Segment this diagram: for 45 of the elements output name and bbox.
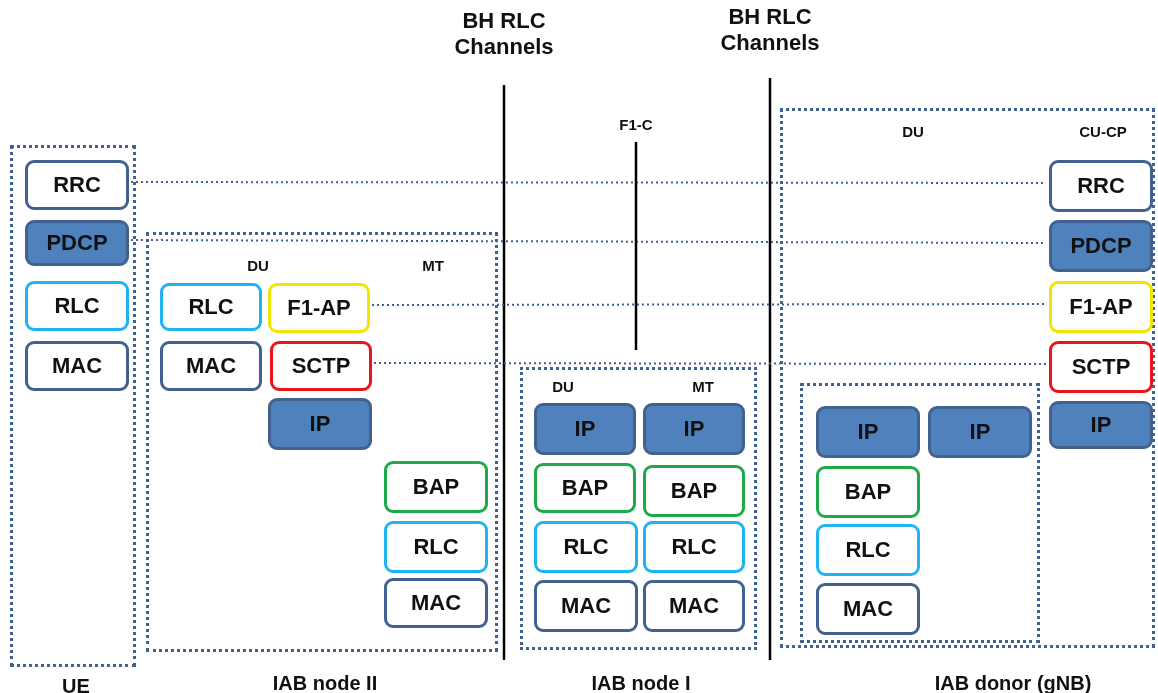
- protocol-layer-box: RLC: [816, 524, 920, 576]
- protocol-layer-box: BAP: [384, 461, 488, 513]
- protocol-layer-box: RLC: [534, 521, 638, 573]
- protocol-layer-box: SCTP: [1049, 341, 1153, 393]
- protocol-layer-box: BAP: [816, 466, 920, 518]
- channel-label: BH RLC Channels: [453, 8, 555, 60]
- column-heading: MT: [422, 256, 444, 274]
- protocol-layer-box: MAC: [160, 341, 262, 391]
- column-heading: DU: [552, 377, 574, 395]
- protocol-layer-box: BAP: [643, 465, 745, 517]
- protocol-layer-box: RRC: [1049, 160, 1153, 212]
- column-heading: MT: [692, 377, 714, 395]
- interface-label: F1-C: [612, 116, 660, 142]
- protocol-layer-box: RLC: [643, 521, 745, 573]
- protocol-layer-box: RLC: [25, 281, 129, 331]
- protocol-layer-box: BAP: [534, 463, 636, 513]
- protocol-layer-box: MAC: [384, 578, 488, 628]
- dotted-group-frame: [800, 383, 1040, 643]
- protocol-layer-box: IP: [928, 406, 1032, 458]
- column-heading: DU: [902, 122, 924, 140]
- group-label: UE: [62, 674, 90, 693]
- protocol-layer-box: PDCP: [25, 220, 129, 266]
- protocol-layer-box: IP: [1049, 401, 1153, 449]
- leader-line: [634, 142, 638, 350]
- protocol-layer-box: F1-AP: [1049, 281, 1153, 333]
- column-heading: DU: [247, 256, 269, 274]
- protocol-layer-box: SCTP: [270, 341, 372, 391]
- group-label: IAB node II: [272, 671, 378, 693]
- protocol-layer-box: RLC: [160, 283, 262, 331]
- protocol-layer-box: MAC: [534, 580, 638, 632]
- group-label: IAB donor (gNB): [934, 671, 1092, 693]
- protocol-layer-box: IP: [268, 398, 372, 450]
- protocol-layer-box: IP: [534, 403, 636, 455]
- protocol-layer-box: RRC: [25, 160, 129, 210]
- protocol-layer-box: IP: [816, 406, 920, 458]
- protocol-layer-box: IP: [643, 403, 745, 455]
- protocol-layer-box: PDCP: [1049, 220, 1153, 272]
- protocol-layer-box: MAC: [816, 583, 920, 635]
- protocol-layer-box: MAC: [25, 341, 129, 391]
- column-heading: CU-CP: [1079, 122, 1127, 140]
- channel-label: BH RLC Channels: [719, 4, 821, 56]
- protocol-layer-box: F1-AP: [268, 283, 370, 333]
- group-label: IAB node I: [591, 671, 691, 693]
- protocol-layer-box: RLC: [384, 521, 488, 573]
- protocol-layer-box: MAC: [643, 580, 745, 632]
